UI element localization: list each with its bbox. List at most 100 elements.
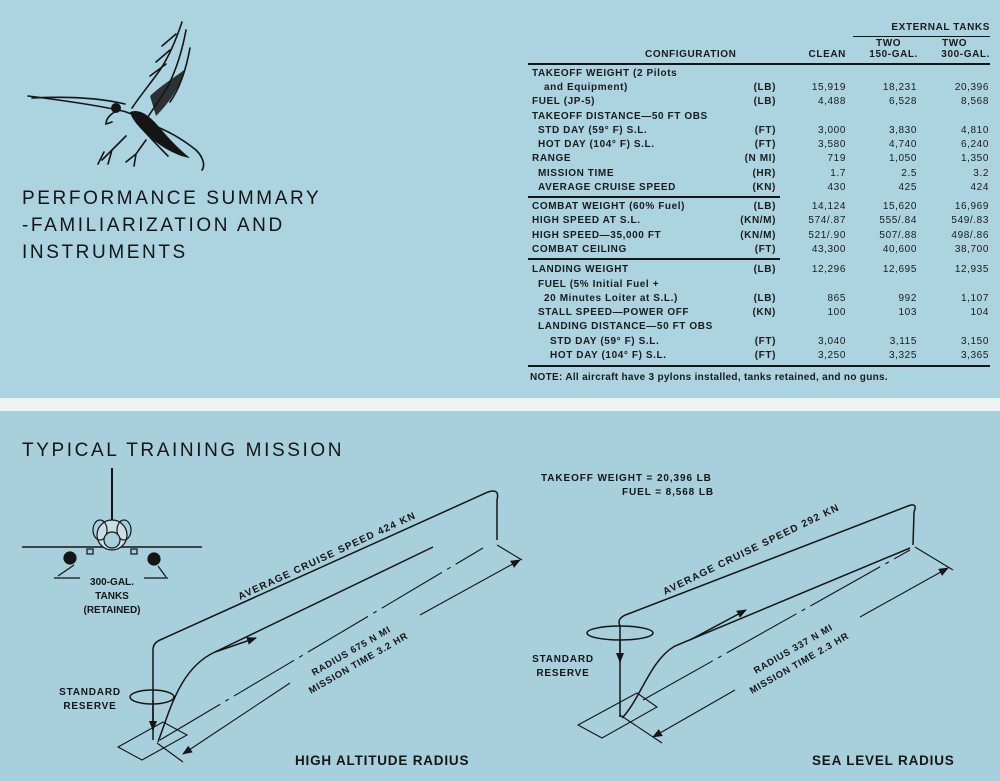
row-unit: (KN)	[752, 307, 776, 318]
row-label: STD DAY (59° F) S.L.	[550, 336, 660, 347]
row-300gal-value: 20,396	[954, 82, 989, 93]
sl-caption: SEA LEVEL RADIUS	[812, 753, 955, 768]
row-clean-value: 12,296	[811, 264, 846, 275]
row-150gal-value: 15,620	[882, 201, 917, 212]
row-label: STD DAY (59° F) S.L.	[538, 125, 648, 136]
header-configuration: CONFIGURATION	[645, 49, 737, 60]
row-clean-value: 3,580	[817, 139, 846, 150]
row-clean-value: 430	[827, 182, 846, 193]
row-unit: (FT)	[754, 336, 776, 347]
row-unit: (LB)	[753, 96, 776, 107]
high-altitude-diagram	[116, 490, 523, 763]
row-unit: (FT)	[754, 244, 776, 255]
row-label: TAKEOFF DISTANCE—50 FT OBS	[532, 111, 708, 122]
row-150gal-value: 3,830	[888, 125, 917, 136]
row-150gal-value: 507/.88	[879, 230, 917, 241]
header-two-150: TWO	[876, 38, 902, 49]
header-underline	[853, 36, 990, 37]
row-clean-value: 3,000	[817, 125, 846, 136]
row-clean-value: 3,040	[817, 336, 846, 347]
row-label: HIGH SPEED AT S.L.	[532, 215, 641, 226]
row-label: 20 Minutes Loiter at S.L.)	[544, 293, 678, 304]
row-unit: (FT)	[754, 125, 776, 136]
row-clean-value: 521/.90	[808, 230, 846, 241]
row-300gal-value: 38,700	[954, 244, 989, 255]
row-unit: (N MI)	[744, 153, 776, 164]
sl-cruise-label: AVERAGE CRUISE SPEED 292 KN	[661, 502, 841, 597]
sl-reserve-label-1: STANDARD	[532, 654, 594, 665]
row-300gal-value: 549/.83	[951, 215, 989, 226]
row-clean-value: 865	[827, 293, 846, 304]
row-clean-value: 14,124	[811, 201, 846, 212]
sl-fuel: FUEL = 8,568 LB	[622, 487, 714, 498]
row-150gal-value: 3,325	[888, 350, 917, 361]
row-label: RANGE	[532, 153, 572, 164]
row-300gal-value: 104	[970, 307, 989, 318]
section-rule-1	[528, 196, 780, 198]
row-label: COMBAT CEILING	[532, 244, 627, 255]
row-300gal-value: 3.2	[973, 168, 989, 179]
row-150gal-value: 555/.84	[879, 215, 917, 226]
header-rule	[528, 63, 990, 65]
row-clean-value: 574/.87	[808, 215, 846, 226]
row-unit: (LB)	[753, 264, 776, 275]
row-150gal-value: 425	[898, 182, 917, 193]
top-panel	[0, 0, 1000, 398]
row-300gal-value: 1,107	[960, 293, 989, 304]
header-300-gal: 300-GAL.	[941, 49, 990, 60]
ha-reserve-label-1: STANDARD	[59, 687, 121, 698]
row-label: COMBAT WEIGHT (60% Fuel)	[532, 201, 686, 212]
header-two-300: TWO	[942, 38, 968, 49]
row-label: HOT DAY (104° F) S.L.	[538, 139, 655, 150]
row-150gal-value: 992	[898, 293, 917, 304]
row-150gal-value: 103	[898, 307, 917, 318]
row-label: and Equipment)	[544, 82, 628, 93]
row-clean-value: 4,488	[817, 96, 846, 107]
row-clean-value: 1.7	[830, 168, 846, 179]
row-300gal-value: 4,810	[960, 125, 989, 136]
row-unit: (KN/M)	[740, 230, 776, 241]
sea-level-diagram	[576, 504, 954, 744]
row-clean-value: 43,300	[811, 244, 846, 255]
row-unit: (LB)	[753, 293, 776, 304]
tank-label-2: TANKS	[95, 591, 129, 602]
performance-title-line3: INSTRUMENTS	[22, 242, 188, 263]
ha-cruise-label: AVERAGE CRUISE SPEED 424 KN	[237, 510, 418, 602]
row-label: TAKEOFF WEIGHT (2 Pilots	[532, 68, 678, 79]
row-clean-value: 100	[827, 307, 846, 318]
row-300gal-value: 8,568	[960, 96, 989, 107]
section-rule-2	[528, 258, 780, 260]
row-150gal-value: 3,115	[889, 336, 917, 347]
row-300gal-value: 3,365	[960, 350, 989, 361]
row-label: HOT DAY (104° F) S.L.	[550, 350, 667, 361]
tank-label-3: (RETAINED)	[83, 605, 140, 616]
row-150gal-value: 1,050	[888, 153, 917, 164]
row-clean-value: 3,250	[817, 350, 846, 361]
sl-takeoff-weight: TAKEOFF WEIGHT = 20,396 LB	[541, 473, 712, 484]
row-300gal-value: 6,240	[960, 139, 989, 150]
sl-reserve-label-2: RESERVE	[536, 668, 589, 679]
row-label: MISSION TIME	[538, 168, 615, 179]
row-unit: (KN/M)	[740, 215, 776, 226]
row-300gal-value: 498/.86	[951, 230, 989, 241]
row-300gal-value: 1,350	[960, 153, 989, 164]
row-150gal-value: 4,740	[888, 139, 917, 150]
row-150gal-value: 40,600	[882, 244, 917, 255]
aircraft-front-view	[22, 468, 202, 579]
row-label: FUEL (JP-5)	[532, 96, 596, 107]
header-150-gal: 150-GAL.	[869, 49, 918, 60]
divider-band	[0, 398, 1000, 411]
ha-caption: HIGH ALTITUDE RADIUS	[295, 753, 469, 768]
performance-title-line1: PERFORMANCE SUMMARY	[22, 188, 322, 209]
row-label: AVERAGE CRUISE SPEED	[538, 182, 676, 193]
row-150gal-value: 18,231	[882, 82, 917, 93]
header-external-tanks: EXTERNAL TANKS	[891, 22, 990, 33]
row-label: STALL SPEED—POWER OFF	[538, 307, 690, 318]
row-150gal-value: 12,695	[882, 264, 917, 275]
table-note: NOTE: All aircraft have 3 pylons install…	[530, 372, 888, 383]
mission-title: TYPICAL TRAINING MISSION	[22, 440, 345, 461]
row-clean-value: 15,919	[811, 82, 846, 93]
row-clean-value: 719	[827, 153, 846, 164]
row-300gal-value: 12,935	[954, 264, 989, 275]
row-150gal-value: 6,528	[888, 96, 917, 107]
